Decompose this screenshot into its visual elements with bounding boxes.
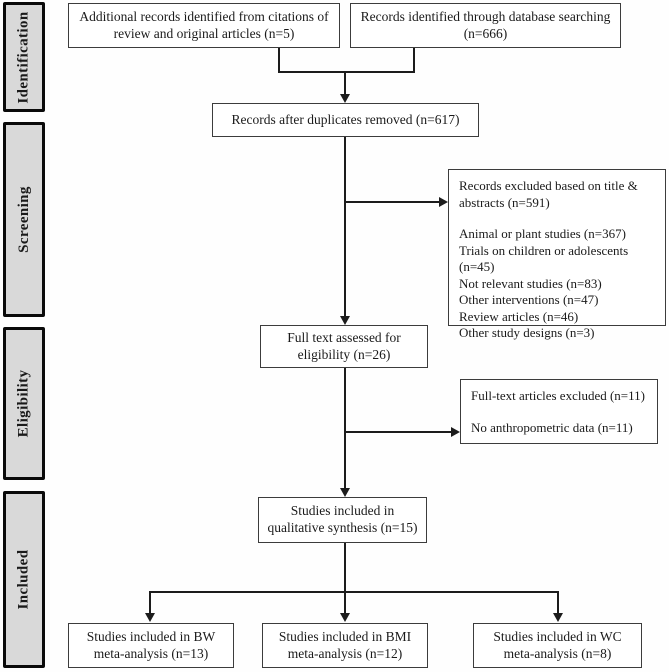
excluded-reason: Other study designs (n=3)	[459, 325, 595, 340]
connector-stem-wc	[557, 591, 559, 613]
box-bw-meta-analysis-text: Studies included in BW meta-analysis (n=…	[86, 628, 216, 661]
stage-eligibility-label: Eligibility	[15, 369, 32, 438]
box-qualitative-synthesis: Studies included in qualitative synthesi…	[258, 497, 427, 543]
arrowhead-to-bmi	[340, 613, 350, 622]
arrowhead-to-duplicates	[340, 94, 350, 103]
excluded-reason: Trials on children or adolescents (n=45)	[459, 242, 629, 275]
excluded-reason: Not relevant studies (n=83)	[459, 275, 602, 291]
stage-identification: Identification	[3, 2, 45, 112]
excluded-reasons-list: Animal or plant studies (n=367) Trials o…	[459, 226, 655, 342]
box-bmi-meta-analysis-text: Studies included in BMI meta-analysis (n…	[278, 628, 412, 661]
box-after-duplicates: Records after duplicates removed (n=617)	[212, 103, 479, 137]
arrowhead-to-fulltext	[340, 316, 350, 325]
connector-merge-horizontal	[278, 71, 415, 73]
stage-identification-label: Identification	[15, 10, 32, 104]
arrowhead-to-wc	[553, 613, 563, 622]
stage-screening-label: Screening	[15, 186, 32, 253]
connector-qualitative-down	[344, 543, 346, 593]
connector-additional-down	[278, 48, 280, 73]
box-wc-meta-analysis: Studies included in WC meta-analysis (n=…	[473, 623, 642, 668]
excluded-reason: Review articles (n=46)	[459, 308, 579, 324]
excluded-reason: Other interventions (n=47)	[459, 292, 599, 307]
connector-branch-excluded-screening	[344, 201, 440, 203]
box-bmi-meta-analysis: Studies included in BMI meta-analysis (n…	[262, 623, 428, 668]
connector-split-horizontal	[149, 591, 559, 593]
connector-duplicates-to-fulltext	[344, 137, 346, 317]
excluded-reason: Animal or plant studies (n=367)	[459, 226, 626, 241]
connector-merge-down	[344, 72, 346, 95]
box-bw-meta-analysis: Studies included in BW meta-analysis (n=…	[68, 623, 234, 668]
box-excluded-title-abstracts-title: Records excluded based on title & abstra…	[459, 178, 638, 210]
arrowhead-to-fulltext-excluded	[451, 427, 460, 437]
stage-included: Included	[3, 491, 45, 668]
box-full-text-excluded-title: Full-text articles excluded (n=11)	[471, 388, 645, 403]
box-qualitative-synthesis-text: Studies included in qualitative synthesi…	[267, 503, 418, 535]
box-full-text-excluded: Full-text articles excluded (n=11) No an…	[460, 379, 658, 444]
connector-database-down	[413, 48, 415, 73]
box-full-text-assessed-text: Full text assessed for eligibility (n=26…	[287, 329, 401, 362]
connector-stem-bmi	[344, 591, 346, 613]
box-additional-records-text: Additional records identified from citat…	[79, 8, 329, 41]
box-after-duplicates-text: Records after duplicates removed (n=617)	[231, 111, 460, 127]
fulltext-excluded-reasons-list: No anthropometric data (n=11)	[471, 420, 633, 437]
stage-eligibility: Eligibility	[3, 327, 45, 480]
connector-stem-bw	[149, 591, 151, 613]
box-database-records-text: Records identified through database sear…	[360, 8, 611, 41]
fulltext-excluded-reason: No anthropometric data (n=11)	[471, 419, 633, 435]
connector-fulltext-to-qualitative	[344, 368, 346, 489]
box-wc-meta-analysis-text: Studies included in WC meta-analysis (n=…	[493, 628, 622, 661]
connector-branch-fulltext-excluded	[344, 431, 452, 433]
stage-included-label: Included	[15, 549, 32, 610]
arrowhead-to-bw	[145, 613, 155, 622]
box-additional-records: Additional records identified from citat…	[68, 3, 340, 48]
box-excluded-title-abstracts: Records excluded based on title & abstra…	[448, 169, 666, 340]
stage-screening: Screening	[3, 122, 45, 317]
arrowhead-to-qualitative	[340, 488, 350, 497]
box-database-records: Records identified through database sear…	[350, 3, 621, 48]
arrowhead-to-excluded-screening	[439, 197, 448, 207]
box-full-text-assessed: Full text assessed for eligibility (n=26…	[260, 325, 428, 368]
